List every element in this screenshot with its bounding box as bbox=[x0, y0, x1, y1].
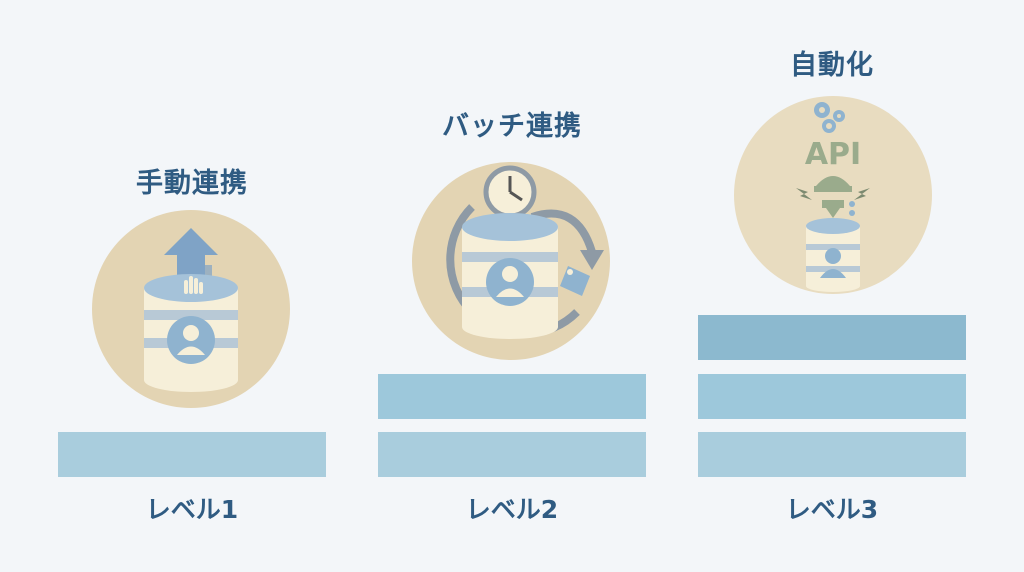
clock-icon bbox=[483, 165, 537, 219]
level-3-label: レベル3 bbox=[785, 495, 879, 524]
hand-icon bbox=[184, 276, 203, 294]
level-2-title: バッチ連携 bbox=[442, 111, 582, 142]
level-1-label: レベル1 bbox=[145, 495, 239, 524]
level-3-illustration: API bbox=[734, 96, 932, 294]
level-3-title: 自動化 bbox=[790, 50, 874, 81]
level-2-bar-2 bbox=[378, 374, 646, 419]
level-2-label: レベル2 bbox=[465, 495, 559, 524]
level-3-bar-1 bbox=[698, 432, 966, 477]
level-1-illustration bbox=[92, 210, 290, 408]
lightning-icon bbox=[796, 188, 870, 200]
user-icon bbox=[167, 316, 215, 364]
level-3-bar-3 bbox=[698, 315, 966, 360]
level-3-bar-2 bbox=[698, 374, 966, 419]
level-1-bar-1 bbox=[58, 432, 326, 477]
level-2-bar-1 bbox=[378, 432, 646, 477]
level-2-illustration bbox=[412, 162, 610, 360]
user-icon bbox=[820, 248, 846, 278]
plug-icon bbox=[814, 176, 852, 218]
level-1-title: 手動連携 bbox=[136, 168, 248, 199]
api-text: API bbox=[805, 137, 861, 172]
user-icon bbox=[486, 258, 534, 306]
tag-icon bbox=[560, 266, 590, 296]
